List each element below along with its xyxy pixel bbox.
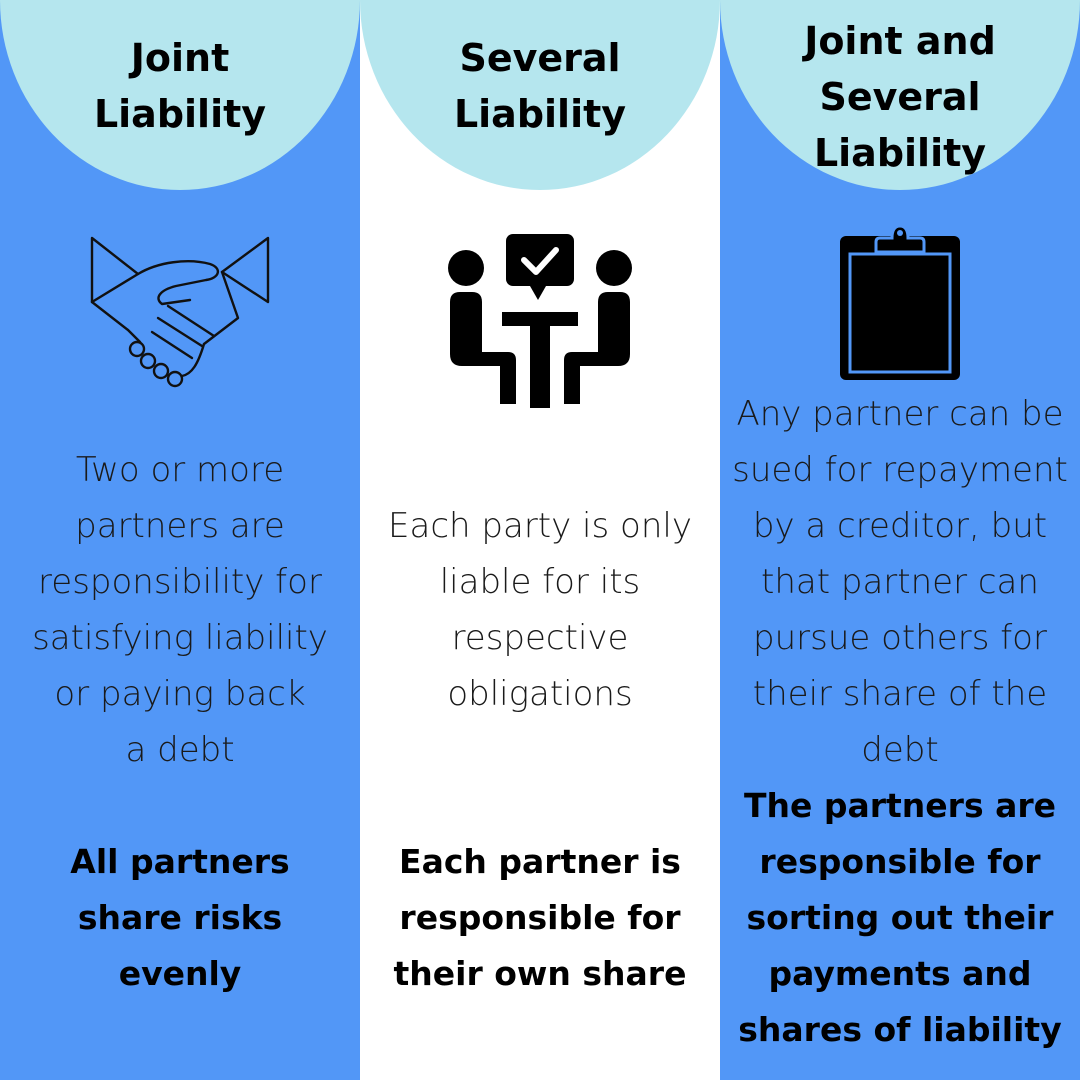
column-title: Joint and Several Liability (804, 19, 996, 175)
column-description: Each party is only liable for its respec… (388, 506, 692, 714)
column-title: Joint Liability (93, 36, 267, 136)
column-description: Two or more partners are responsibility … (32, 450, 328, 770)
column-joint-liability: Joint Liability Two or more partners are… (0, 0, 360, 1080)
column-title: Several Liability (453, 36, 627, 136)
clipboard-icon (840, 224, 960, 380)
column-joint-and-several-liability: Joint and Several Liability Any partner … (720, 0, 1080, 1080)
meeting-approval-icon (448, 234, 632, 408)
handshake-icon (90, 236, 270, 388)
column-summary: Each partner is responsible for their ow… (393, 842, 687, 993)
column-several-liability: Several Liability Each party is only lia… (360, 0, 720, 1080)
column-description: Any partner can be sued for repayment by… (732, 394, 1068, 770)
column-summary: The partners are responsible for sorting… (738, 786, 1062, 1049)
column-summary: All partners share risks evenly (70, 842, 290, 993)
